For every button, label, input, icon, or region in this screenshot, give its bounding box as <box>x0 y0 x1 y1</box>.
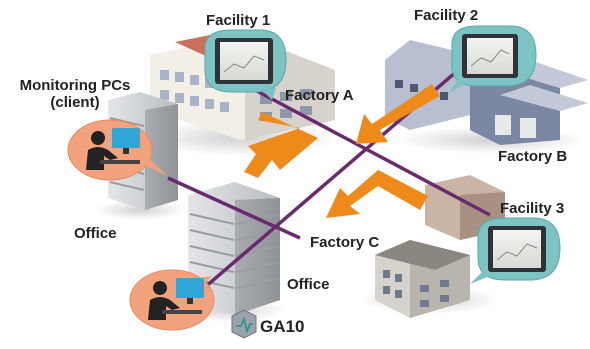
ga10-icon <box>231 309 257 339</box>
facility2-monitor-bubble <box>448 25 537 94</box>
pc-monitor-icon <box>176 278 204 298</box>
office-center-label: Office <box>287 276 330 293</box>
monitoring-pcs-label-line2: (client) <box>50 94 100 111</box>
data-arrows <box>244 84 440 218</box>
pc-monitor-icon <box>112 128 140 148</box>
arrow-from-factory-c <box>326 170 428 218</box>
facility1-monitor-bubble <box>204 29 287 100</box>
network-line-office-left <box>167 176 301 240</box>
monitoring-pc-bubble-top <box>67 119 168 181</box>
factory-c-label: Factory C <box>310 234 380 251</box>
factory-a-label: Factory A <box>285 87 354 104</box>
facility2-label: Facility 2 <box>414 7 479 24</box>
factory-b-label: Factory B <box>498 148 568 165</box>
ga10-label: GA10 <box>260 317 305 336</box>
office-left-label: Office <box>74 225 117 242</box>
facility3-label: Facility 3 <box>500 200 565 217</box>
network-line-facility1-facility3 <box>254 88 491 217</box>
facility1-label: Facility 1 <box>206 12 271 29</box>
arrow-from-factory-a <box>244 112 318 178</box>
monitoring-pcs-label-line1: Monitoring PCs <box>19 77 131 94</box>
monitoring-pcs-label: Monitoring PCs (client) <box>5 77 145 111</box>
arrow-from-factory-b <box>356 84 440 144</box>
monitoring-pc-bubble-bottom <box>129 269 215 331</box>
user-head-icon <box>153 281 167 295</box>
facility3-monitor-bubble <box>470 217 561 284</box>
user-head-icon <box>91 131 105 145</box>
